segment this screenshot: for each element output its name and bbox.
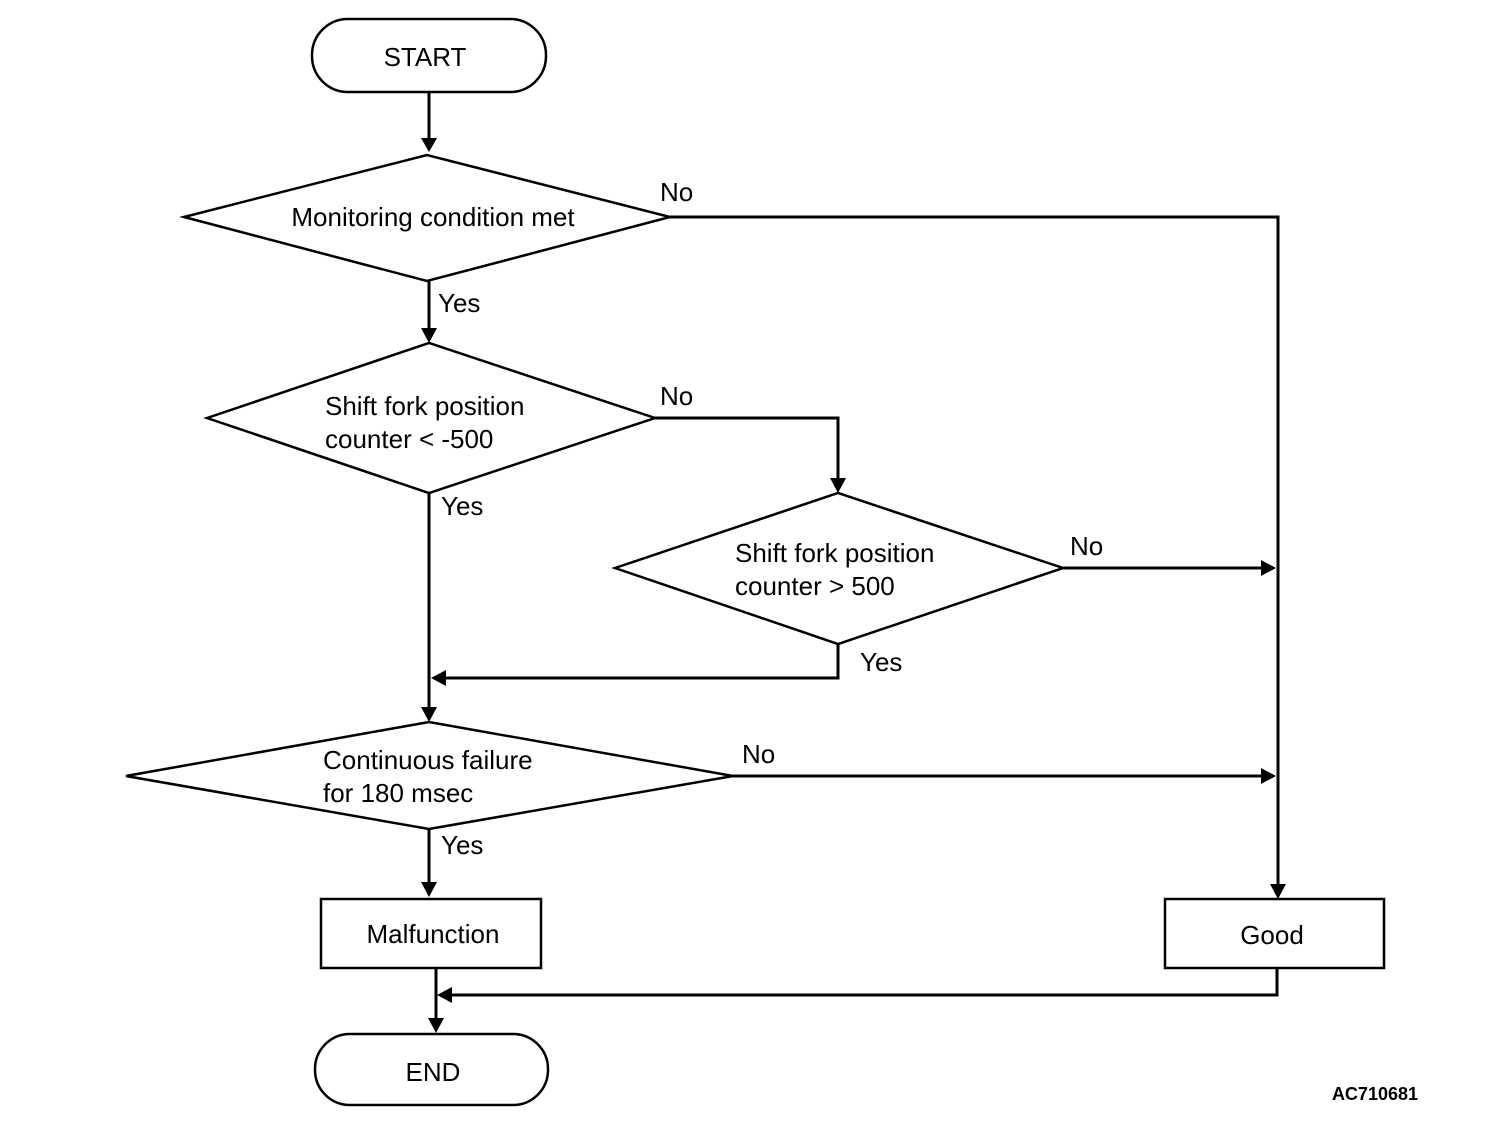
arrowhead (431, 670, 446, 686)
end-label: END (406, 1057, 461, 1087)
arrowhead (421, 328, 437, 343)
decision-monitoring-condition (179, 153, 675, 283)
edge-label-monitoring-no: No (660, 177, 693, 207)
decision-counter-low (203, 341, 659, 495)
edge-label-counter-low-no: No (660, 381, 693, 411)
decision-counter-high-line1: Shift fork position (735, 538, 934, 568)
process-good-label: Good (1240, 920, 1304, 950)
start-terminal (310, 17, 548, 94)
decision-counter-high-line2: counter > 500 (735, 571, 895, 601)
decision-continuous-line2: for 180 msec (323, 778, 473, 808)
decision-monitoring-label: Monitoring condition met (291, 202, 575, 232)
decision-counter-high (611, 491, 1067, 646)
decision-counter-low-line2: counter < -500 (325, 424, 493, 454)
edge-label-continuous-yes: Yes (441, 830, 483, 860)
decision-counter-low-line1: Shift fork position (325, 391, 524, 421)
figure-code: AC710681 (1332, 1084, 1418, 1104)
decision-continuous-line1: Continuous failure (323, 745, 533, 775)
edge-label-continuous-no: No (742, 739, 775, 769)
arrowhead (1261, 768, 1276, 784)
edge-counter-low-no (655, 416, 840, 480)
edge-label-counter-high-no: No (1070, 531, 1103, 561)
arrowhead (428, 1018, 444, 1033)
arrowhead (1261, 560, 1276, 576)
decision-continuous-failure (125, 720, 734, 831)
edge-monitoring-no (670, 215, 1280, 886)
start-label: START (384, 42, 467, 72)
edge-label-counter-high-yes: Yes (860, 647, 902, 677)
arrowhead (421, 882, 437, 897)
end-terminal (313, 1032, 550, 1107)
arrowhead (437, 987, 452, 1003)
edge-label-monitoring-yes: Yes (438, 288, 480, 318)
arrowhead (830, 478, 846, 493)
process-malfunction (319, 897, 543, 970)
arrowhead (1270, 884, 1286, 899)
arrowhead (421, 138, 437, 152)
connectors (421, 92, 1286, 1033)
edge-good-to-end (450, 968, 1279, 997)
process-malfunction-label: Malfunction (367, 919, 500, 949)
process-good (1163, 897, 1386, 970)
edge-counter-high-yes (444, 644, 840, 680)
edge-label-counter-low-yes: Yes (441, 491, 483, 521)
arrowhead (421, 707, 437, 722)
